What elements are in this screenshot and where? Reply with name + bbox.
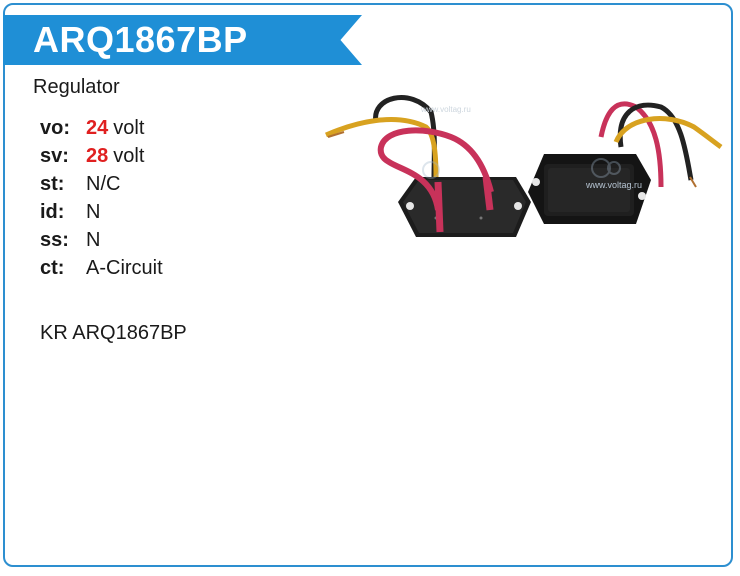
product-title: ARQ1867BP (33, 19, 248, 60)
spec-key: ss: (40, 228, 69, 251)
spec-value: volt (113, 116, 145, 139)
spec-value: N/C (86, 172, 121, 195)
spec-number: 28 (86, 144, 109, 167)
spec-value: N (86, 200, 101, 223)
spec-key: ct: (40, 256, 65, 279)
watermark-text: www.voltag.ru (585, 180, 642, 190)
spec-row-vo: vo: 24 volt (40, 114, 163, 142)
part-code: KR ARQ1867BP (40, 322, 187, 344)
spec-row-st: st: N/C (40, 170, 163, 198)
regulator-bottom-view (325, 95, 531, 237)
spec-row-ss: ss: N (40, 226, 163, 254)
spec-row-ct: ct: A-Circuit (40, 254, 163, 282)
spec-key: id: (40, 200, 65, 223)
watermark-logo (422, 158, 621, 179)
regulator-top-view (528, 101, 723, 224)
title-banner (3, 15, 362, 65)
spec-key: vo: (40, 116, 70, 139)
spec-list: vo: 24 volt sv: 28 volt st: N/C id: N ss… (40, 114, 163, 282)
spec-value: N (86, 228, 101, 251)
spec-row-id: id: N (40, 198, 163, 226)
spec-value: A-Circuit (86, 256, 163, 279)
spec-key: sv: (40, 144, 69, 167)
spec-row-sv: sv: 28 volt (40, 142, 163, 170)
product-category: Regulator (33, 76, 120, 98)
product-card (3, 3, 733, 567)
watermark-text: www.voltag.ru (420, 105, 471, 114)
spec-value: volt (113, 144, 145, 167)
product-photo: www.voltag.ru www.voltag.ru (325, 95, 723, 237)
spec-number: 24 (86, 116, 109, 139)
spec-key: st: (40, 172, 65, 195)
